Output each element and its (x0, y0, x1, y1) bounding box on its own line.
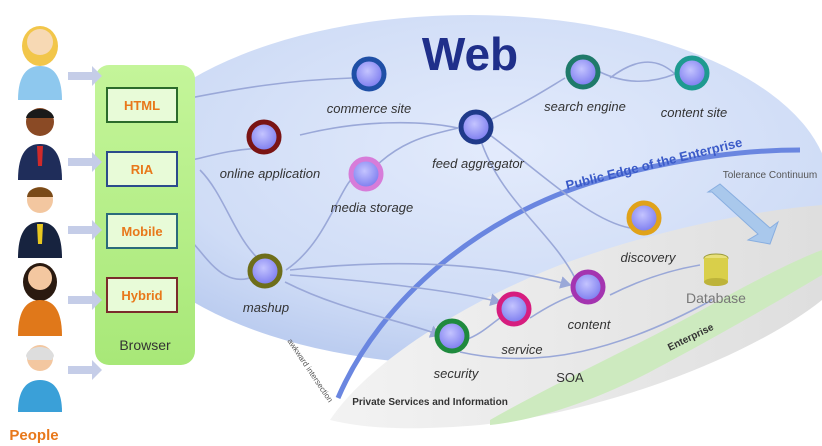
private-label: Private Services and Information (352, 397, 508, 408)
node-online-application[interactable]: online application (220, 119, 320, 181)
node-label: service (501, 342, 542, 357)
soa-band (490, 250, 822, 425)
node-discovery[interactable]: discovery (621, 200, 677, 265)
node-mashup[interactable]: mashup (243, 253, 289, 315)
node-media-storage[interactable]: media storage (331, 156, 413, 215)
browser-item-hybrid[interactable]: Hybrid (106, 277, 178, 313)
node-label: content (568, 317, 612, 332)
browser-item-label: Hybrid (121, 288, 162, 303)
enterprise-region (330, 205, 822, 429)
browser-label: Browser (119, 337, 171, 353)
person-icon (18, 345, 62, 412)
person-icon (18, 187, 62, 258)
tolerance-arrow (706, 183, 780, 245)
node-label: mashup (243, 300, 289, 315)
person-icon (18, 263, 62, 336)
people-column: People (9, 26, 62, 444)
database-icon[interactable]: Database (686, 253, 746, 306)
person-icon (18, 108, 62, 180)
node-label: commerce site (327, 101, 412, 116)
web-title: Web (422, 28, 518, 80)
browser-item-label: HTML (124, 98, 160, 113)
node-label: media storage (331, 200, 413, 215)
browser-item-label: Mobile (121, 224, 162, 239)
people-label: People (9, 427, 58, 444)
node-label: online application (220, 166, 320, 181)
browser-item-mobile[interactable]: Mobile (106, 213, 178, 249)
person-icon (18, 26, 62, 100)
node-commerce-site[interactable]: commerce site (327, 56, 412, 116)
public-edge-line (335, 147, 801, 399)
node-label: feed aggregator (432, 156, 524, 171)
node-label: content site (661, 105, 728, 120)
node-security[interactable]: security (434, 318, 480, 381)
browser-item-ria[interactable]: RIA (106, 151, 178, 187)
node-feed-aggregator[interactable]: feed aggregator (432, 109, 525, 171)
node-service[interactable]: service (496, 291, 543, 357)
database-label: Database (686, 290, 746, 306)
node-content-site[interactable]: content site (661, 55, 728, 120)
node-label: security (434, 366, 480, 381)
browser-item-html[interactable]: HTML (106, 87, 178, 123)
node-label: discovery (621, 250, 677, 265)
tolerance-label: Tolerance Continuum (723, 170, 818, 181)
node-content[interactable]: content (568, 269, 612, 332)
node-label: search engine (544, 99, 626, 114)
browser-item-label: RIA (131, 162, 154, 177)
node-search-engine[interactable]: search engine (544, 54, 626, 114)
connections (178, 61, 713, 360)
soa-label: SOA (556, 370, 584, 385)
people-arrows (68, 66, 102, 380)
